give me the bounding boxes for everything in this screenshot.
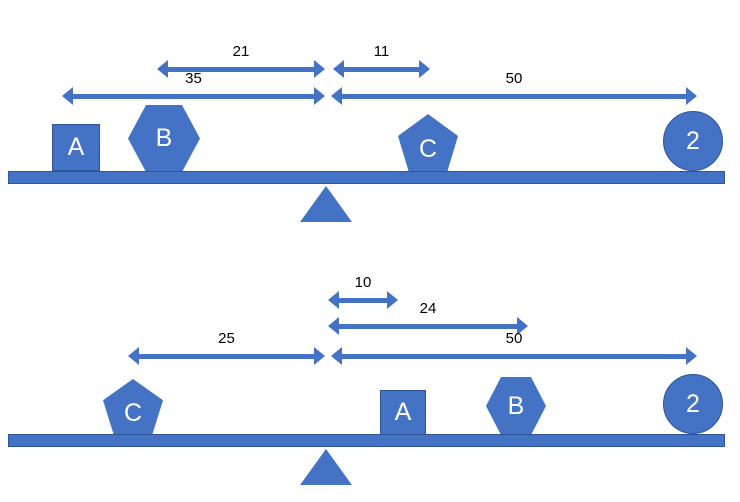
arrowhead-left-icon (128, 347, 139, 365)
arrowhead-left-icon (328, 291, 339, 309)
weight-label: C (418, 134, 438, 163)
dimension-arrow-50-top: 50 (331, 70, 697, 107)
arrowhead-left-icon (331, 87, 342, 105)
arrowhead-right-icon (686, 347, 697, 365)
weight-label: A (394, 398, 412, 426)
dimension-arrow-25: 25 (128, 330, 325, 367)
arrowhead-right-icon (387, 291, 398, 309)
arrowhead-right-icon (419, 60, 430, 78)
dimension-label: 11 (373, 43, 390, 60)
weight-label: A (67, 133, 85, 161)
lever-beam (8, 171, 725, 184)
weight-label: 2 (686, 389, 700, 418)
arrow-shaft (71, 94, 316, 99)
weight-label: C (123, 398, 143, 427)
dimension-arrow-11: 11 (333, 43, 430, 80)
dimension-arrow-21: 21 (157, 43, 325, 80)
fulcrum-triangle (300, 449, 352, 485)
weight-label: B (507, 391, 525, 420)
arrowhead-left-icon (331, 347, 342, 365)
arrow-shaft (137, 354, 316, 359)
arrow-shaft (340, 94, 688, 99)
lever-beam (8, 434, 725, 447)
weight-a-square: A (52, 124, 100, 171)
weight-2-circle: 2 (663, 374, 723, 434)
weight-label: 2 (686, 126, 700, 155)
dimension-arrow-10: 10 (328, 274, 398, 311)
arrowhead-left-icon (62, 87, 73, 105)
dimension-label: 21 (232, 43, 250, 60)
arrowhead-right-icon (314, 347, 325, 365)
arrowhead-left-icon (333, 60, 344, 78)
dimension-label: 50 (505, 330, 523, 347)
arrowhead-right-icon (517, 317, 528, 335)
arrow-shaft (342, 67, 421, 72)
dimension-label: 24 (419, 300, 437, 317)
arrow-shaft (337, 324, 519, 329)
weight-label: B (155, 124, 173, 152)
fulcrum-triangle (300, 186, 352, 222)
arrowhead-right-icon (314, 87, 325, 105)
weight-2-circle: 2 (663, 111, 723, 171)
dimension-label: 10 (354, 274, 372, 291)
weight-b-hexagon: B (486, 377, 546, 435)
arrow-shaft (166, 67, 316, 72)
arrowhead-right-icon (686, 87, 697, 105)
dimension-arrow-35: 35 (62, 70, 325, 107)
dimension-arrow-50-bottom: 50 (331, 330, 697, 367)
weight-b-hexagon: B (128, 105, 200, 172)
arrowhead-left-icon (157, 60, 168, 78)
weight-c-pentagon: C (398, 114, 458, 172)
arrowhead-left-icon (328, 317, 339, 335)
weight-c-pentagon: C (103, 379, 163, 435)
dimension-arrow-24: 24 (328, 300, 528, 337)
weight-a-square: A (380, 390, 426, 435)
arrow-shaft (337, 298, 389, 303)
dimension-label: 35 (185, 70, 202, 87)
arrowhead-right-icon (314, 60, 325, 78)
dimension-label: 25 (218, 330, 235, 347)
arrow-shaft (340, 354, 688, 359)
dimension-label: 50 (505, 70, 523, 87)
